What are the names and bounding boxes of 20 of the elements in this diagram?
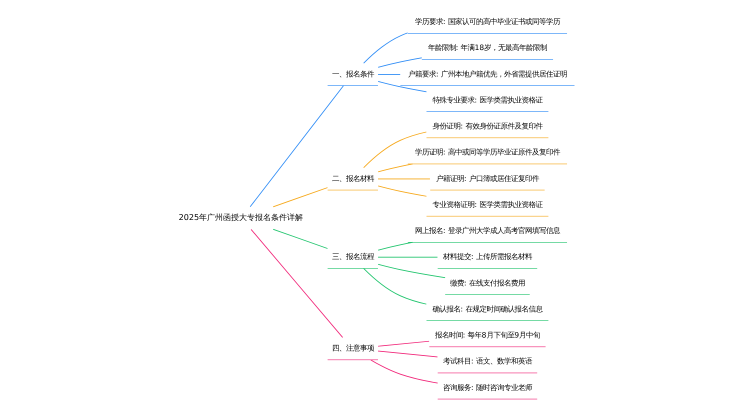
connector bbox=[377, 164, 413, 172]
connector bbox=[272, 187, 328, 208]
connector bbox=[377, 57, 422, 68]
connector bbox=[377, 178, 430, 180]
connector bbox=[362, 268, 426, 305]
connector bbox=[377, 74, 400, 75]
connector bbox=[250, 229, 343, 338]
connector bbox=[377, 186, 426, 197]
connector bbox=[362, 32, 408, 64]
connector bbox=[377, 340, 430, 347]
connector bbox=[249, 85, 344, 208]
connector bbox=[370, 360, 438, 384]
connector bbox=[272, 228, 328, 249]
connector bbox=[362, 132, 426, 168]
node-text: 2025年广州函授大专报名条件详解 bbox=[178, 212, 303, 222]
connector bbox=[377, 264, 446, 278]
connector bbox=[377, 81, 426, 92]
connector bbox=[377, 242, 413, 251]
connector bbox=[377, 350, 438, 358]
connector bbox=[377, 256, 438, 258]
